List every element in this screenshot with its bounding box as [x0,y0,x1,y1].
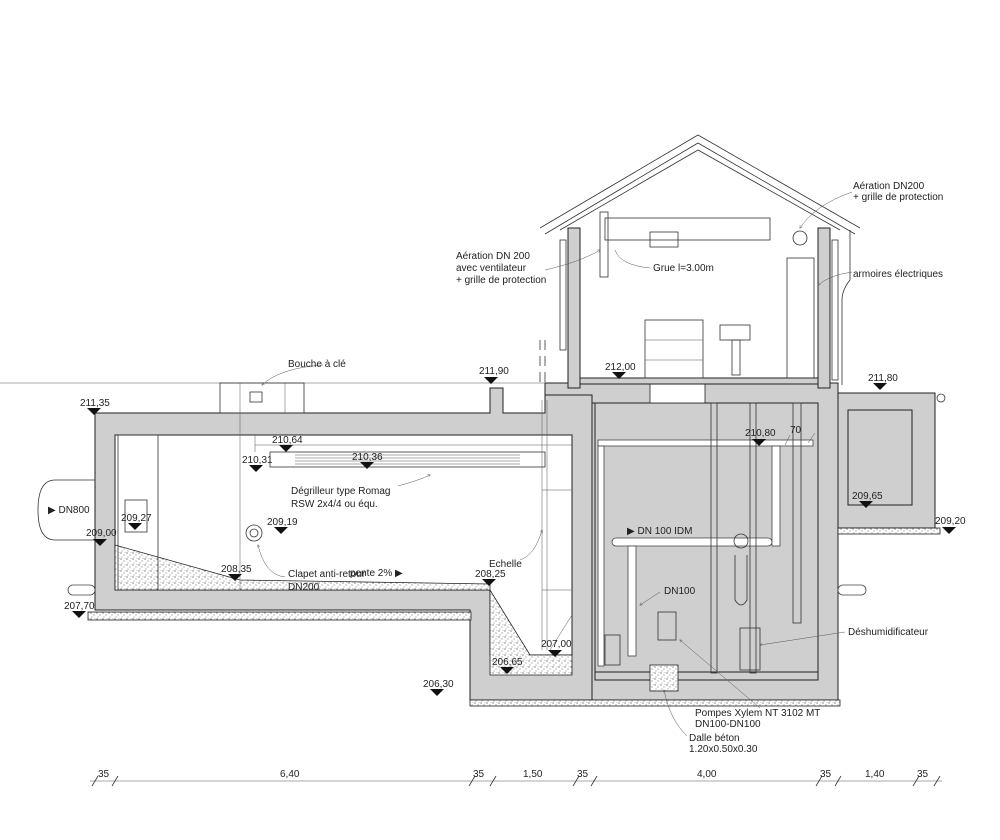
label-bouche: Bouche à clé [288,359,346,370]
outlet-chamber [837,392,946,596]
elevation-210-80: 210,80 [745,428,776,446]
dim-3: 35 [473,769,485,780]
svg-text:207,00: 207,00 [541,639,572,650]
svg-text:208,35: 208,35 [221,564,252,575]
svg-text:211,80: 211,80 [868,373,898,384]
label-clapet-2: DN200 [288,582,320,593]
elevation-208-25: 208,25 [475,569,506,586]
svg-text:212,00: 212,00 [605,362,636,373]
annotations: Bouche à clé Dégrilleur type Romag RSW 2… [48,181,943,755]
svg-text:206,65: 206,65 [492,657,523,668]
elevation-208-35: 208,35 [221,564,252,581]
elevation-212-00: 212,00 [605,362,636,379]
label-degrilleur: Dégrilleur type Romag [291,486,391,497]
dim-7: 35 [820,769,832,780]
leader-lines [258,191,853,737]
elevation-210-31: 210,31 [242,455,273,472]
elevation-209-19: 209,19 [267,517,298,534]
label-dn100: DN100 [664,586,696,597]
svg-text:210,31: 210,31 [242,455,273,466]
label-deshumidificateur: Déshumidificateur [848,627,929,638]
svg-text:209,27: 209,27 [121,513,152,524]
svg-text:209,19: 209,19 [267,517,298,528]
elevation-209-00: 209,00 [86,528,117,546]
label-echelle: Echelle [489,559,522,570]
svg-text:209,20: 209,20 [935,516,966,527]
elevation-211-90: 211,90 [479,366,509,384]
svg-text:209,00: 209,00 [86,528,117,539]
elevation-206-30: 206,30 [423,679,454,696]
elevation-211-80: 211,80 [868,373,898,390]
dim-2: 6,40 [280,769,300,780]
elevation-210-64: 210,64 [272,435,303,452]
elevation-206-65: 206,65 [492,657,523,674]
elevation-211-35: 211,35 [80,398,110,415]
label-aeration-left-2: avec ventilateur [456,263,527,274]
svg-text:210,64: 210,64 [272,435,303,446]
dim-8: 1,40 [865,769,885,780]
pump-room [469,382,841,707]
svg-text:211,90: 211,90 [479,366,509,377]
label-dn800: ▶ DN800 [48,505,90,516]
elevation-209-20: 209,20 [935,516,966,534]
dim-1: 35 [98,769,110,780]
label-armoires: armoires électriques [853,269,943,280]
label-degrilleur-2: RSW 2x4/4 ou équ. [291,499,378,510]
svg-text:207,70: 207,70 [64,601,95,612]
superstructure [539,134,861,389]
label-aeration-left: Aération DN 200 [456,251,530,262]
elevation-207-00: 207,00 [541,639,572,657]
label-70: 70 [790,425,802,436]
svg-text:209,65: 209,65 [852,491,883,502]
label-pompes: Pompes Xylem NT 3102 MT [695,708,820,719]
elevation-markers: 211,35 211,90 212,00 211,80 210,64 210,3… [64,362,966,696]
label-aeration-left-3: + grille de protection [456,275,546,286]
label-clapet: Clapet anti-retour [288,569,366,580]
dim-4: 1,50 [523,769,543,780]
label-dalle: Dalle béton [689,733,740,744]
label-pompes-2: DN100-DN100 [695,719,761,730]
dimension-line: 35 6,40 35 1,50 35 4,00 35 1,40 35 [90,769,942,787]
svg-text:210,36: 210,36 [352,452,383,463]
svg-text:206,30: 206,30 [423,679,454,690]
dim-5: 35 [577,769,589,780]
elevation-207-70: 207,70 [64,601,95,618]
label-dn100-idm: ▶ DN 100 IDM [627,526,692,537]
elevation-209-27: 209,27 [121,513,152,530]
ladder [541,400,573,651]
svg-text:210,80: 210,80 [745,428,776,439]
dim-6: 4,00 [697,769,717,780]
inlet-chamber [37,340,593,701]
label-dalle-2: 1.20x0.50x0.30 [689,744,758,755]
label-aeration-right-2: + grille de protection [853,192,943,203]
svg-text:211,35: 211,35 [80,398,110,409]
elevation-210-36: 210,36 [352,452,383,469]
dim-9: 35 [917,769,929,780]
svg-text:208,25: 208,25 [475,569,506,580]
elevation-209-65: 209,65 [852,491,883,508]
label-grue: Grue l=3.00m [653,263,714,274]
label-aeration-right: Aération DN200 [853,181,925,192]
label-pente: pente 2% ▶ [350,568,403,579]
